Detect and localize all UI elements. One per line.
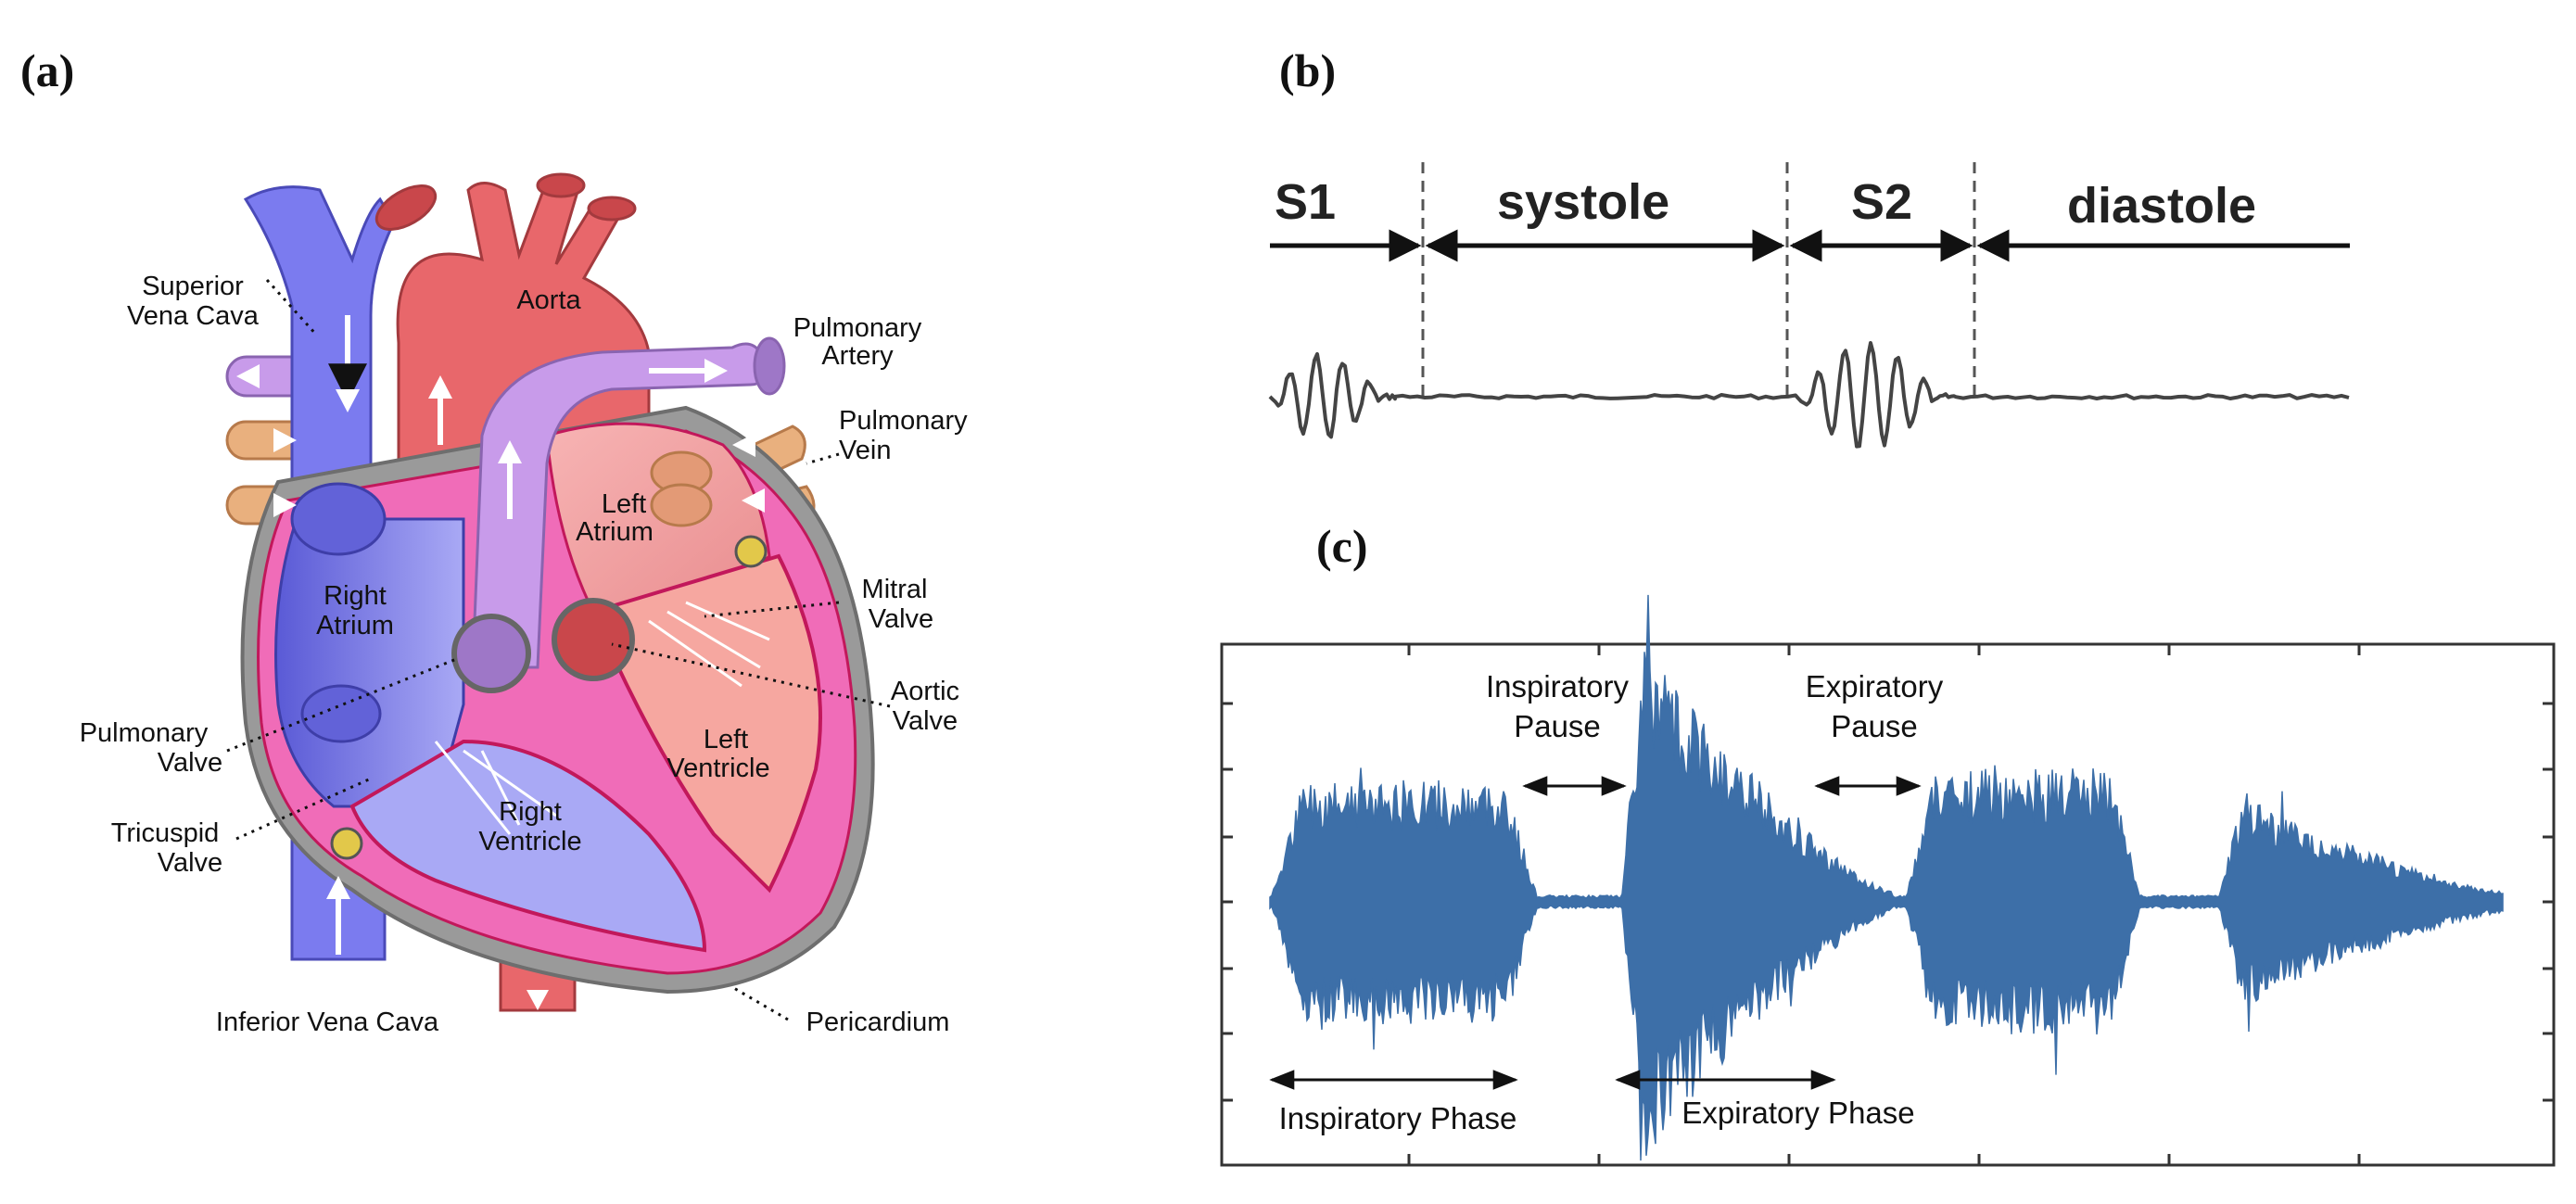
tricuspid-valve-icon [330, 827, 363, 860]
ivc-opening [300, 684, 382, 743]
pcg-label-s1: S1 [1275, 174, 1336, 230]
panel-label-a: (a) [20, 44, 74, 96]
label-tricuspid-valve-1: Tricuspid [111, 818, 220, 848]
label-inspiratory-phase: Inspiratory Phase [1279, 1101, 1517, 1135]
left-ventricle [590, 553, 822, 893]
label-inferior-vena-cava: Inferior Vena Cava [216, 1008, 439, 1037]
label-left-ventricle-2: Ventricle [666, 754, 769, 783]
pcg-label-systole: systole [1497, 174, 1669, 230]
label-pulmonary-artery-2: Artery [821, 341, 894, 371]
label-superior-vena-cava-2: Vena Cava [127, 301, 260, 331]
pcg-segment-labels: S1 systole S2 diastole [1275, 174, 2256, 234]
pcg-waveform [1268, 341, 2350, 449]
label-aortic-valve-2: Valve [893, 706, 958, 736]
label-left-ventricle-1: Left [704, 725, 748, 754]
superior-vena-cava [243, 185, 396, 521]
svc-opening [290, 482, 387, 556]
pcg-boundary-lines [1421, 162, 1976, 399]
pulmonary-vein-opening-2 [650, 483, 713, 527]
label-inspiratory-pause-2: Pause [1514, 709, 1601, 743]
label-right-ventricle-1: Right [499, 797, 562, 827]
label-right-ventricle-2: Ventricle [478, 827, 581, 856]
heart-diagram: Superior Vena Cava Aorta Pulmonary Arter… [80, 172, 968, 1037]
lung-plot-ticks [1222, 644, 2554, 1165]
aorta-branch-opening-3 [587, 196, 637, 222]
label-left-atrium-2: Atrium [576, 517, 654, 547]
label-aortic-valve-1: Aortic [891, 677, 959, 706]
label-inspiratory-pause-1: Inspiratory [1486, 669, 1630, 703]
label-mitral-valve-2: Valve [869, 604, 933, 634]
panel-label-b: (b) [1279, 44, 1336, 96]
label-aorta: Aorta [516, 285, 581, 315]
panel-label-c: (c) [1316, 520, 1368, 572]
label-pulmonary-valve-2: Valve [158, 748, 222, 778]
lung-sound-panel: Inspiratory Pause Expiratory Pause Inspi… [1220, 594, 2556, 1167]
pcg-label-s2: S2 [1851, 174, 1912, 230]
pulmonary-artery-opening [753, 336, 786, 396]
aortic-valve [552, 598, 635, 681]
chordae-tendineae [434, 601, 770, 835]
label-pulmonary-vein-1: Pulmonary [839, 406, 968, 436]
pcg-label-diastole: diastole [2067, 178, 2256, 234]
mitral-valve-icon [734, 535, 768, 568]
label-expiratory-phase: Expiratory Phase [1681, 1096, 1914, 1130]
label-expiratory-pause-1: Expiratory [1806, 669, 1944, 703]
flow-arrowheads [236, 359, 765, 1010]
label-pulmonary-artery-1: Pulmonary [793, 313, 922, 343]
pulmonary-valve [451, 614, 531, 693]
aorta-branch-opening-1 [374, 184, 438, 231]
label-right-atrium-2: Atrium [316, 611, 394, 640]
lung-waveform [1269, 594, 2504, 1161]
label-pericardium: Pericardium [806, 1008, 950, 1037]
label-expiratory-pause-2: Pause [1831, 709, 1918, 743]
heart-labels: Superior Vena Cava Aorta Pulmonary Arter… [80, 272, 968, 1037]
aorta-branch-opening-2 [536, 172, 586, 198]
label-mitral-valve-1: Mitral [862, 575, 928, 604]
label-left-atrium-1: Left [602, 489, 646, 519]
right-ventricle [349, 739, 707, 953]
label-pulmonary-vein-2: Vein [839, 436, 891, 465]
label-superior-vena-cava-1: Superior [142, 272, 244, 301]
leader-lines [226, 278, 891, 1021]
label-tricuspid-valve-2: Valve [158, 848, 222, 878]
label-pulmonary-valve-1: Pulmonary [80, 718, 209, 748]
pcg-panel: S1 systole S2 diastole [1268, 162, 2350, 449]
label-right-atrium-1: Right [324, 581, 387, 611]
